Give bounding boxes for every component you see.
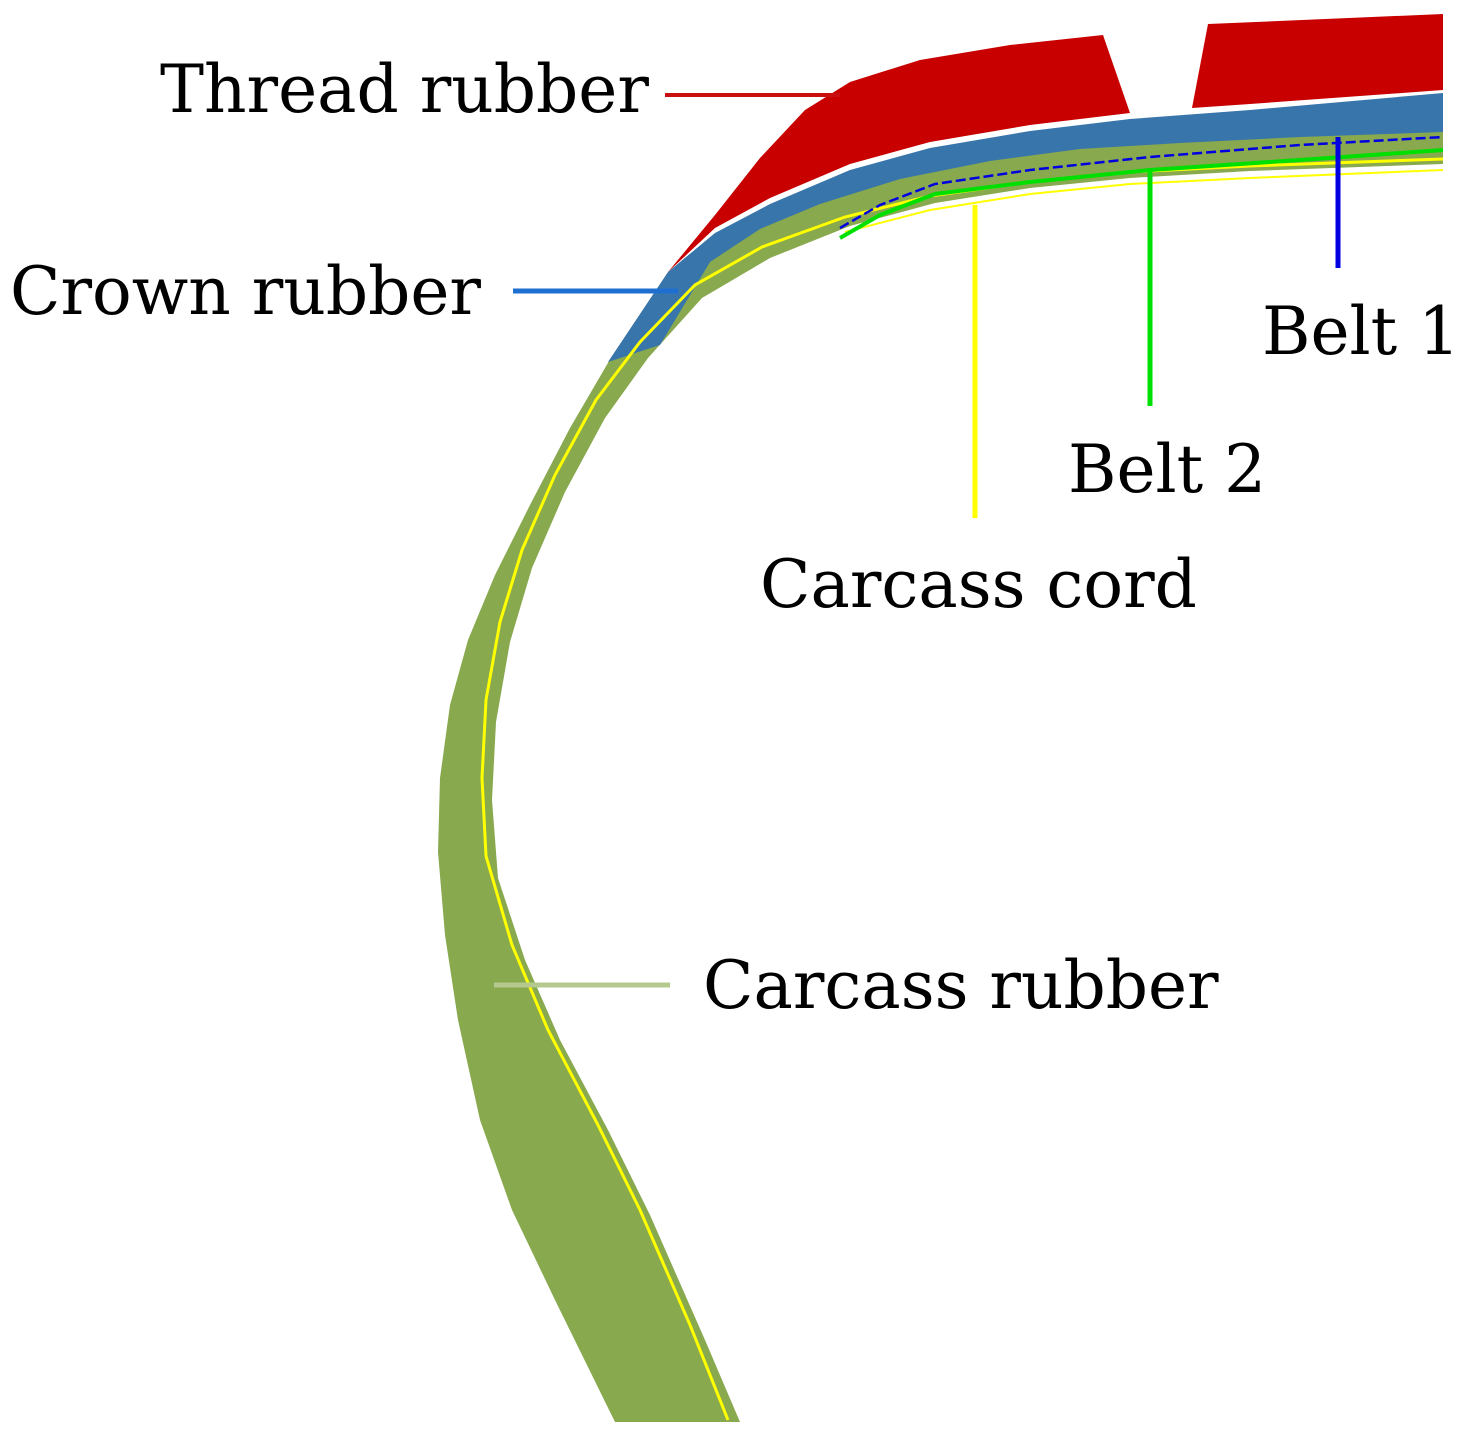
- belt-2-line: [839, 148, 1444, 240]
- carcass-cord-upper-line: [844, 169, 1444, 233]
- label-belt-1: Belt 1: [1262, 293, 1459, 370]
- tread-rubber-right-block: [1192, 14, 1443, 108]
- belt-1-line: [839, 135, 1444, 230]
- label-carcass-cord: Carcass cord: [760, 546, 1197, 623]
- tread-rubber-left-block: [668, 35, 1130, 272]
- label-belt-2: Belt 2: [1068, 431, 1266, 508]
- label-tread-rubber: Thread rubber: [160, 51, 649, 128]
- label-carcass-rubber: Carcass rubber: [703, 947, 1219, 1024]
- label-crown-rubber: Crown rubber: [10, 253, 481, 330]
- crown-rubber-shape: [608, 93, 1443, 362]
